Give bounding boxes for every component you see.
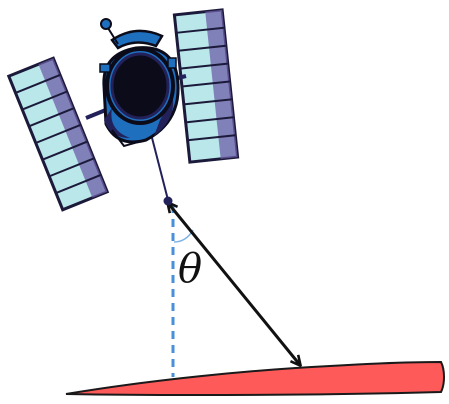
left-solar-panel bbox=[6, 56, 110, 212]
ground-surface bbox=[65, 360, 445, 397]
right-solar-panel bbox=[172, 8, 240, 164]
satellite-icon bbox=[6, 8, 240, 212]
theta-label: θ bbox=[178, 246, 202, 292]
viewing-arrow bbox=[168, 203, 300, 365]
